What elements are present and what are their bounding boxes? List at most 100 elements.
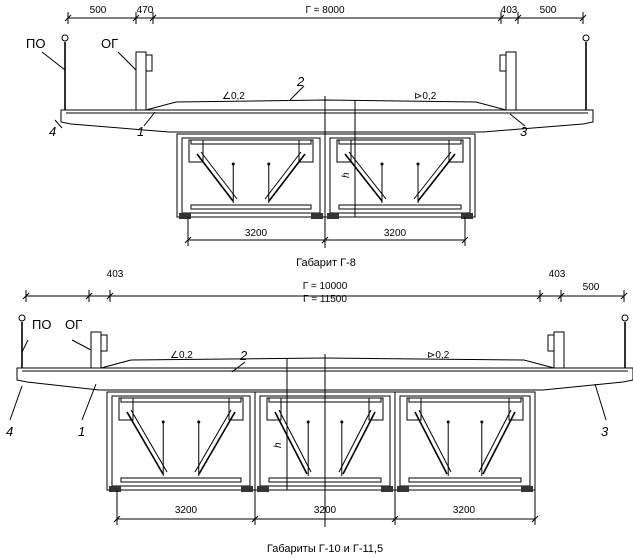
dimension-slash [536, 292, 544, 300]
corner-stiffener [118, 397, 134, 421]
diagonal-brace [274, 411, 308, 475]
dim-span-1: 3200 [245, 228, 268, 239]
bottom-flange [338, 204, 462, 210]
item-1: 1 [137, 124, 144, 139]
diagonal-brace [278, 409, 312, 473]
dimension-slash [22, 292, 30, 300]
slope-left: ∠0,2 [222, 91, 245, 102]
hanger-node [267, 162, 271, 166]
diagonal-brace [413, 151, 452, 200]
box-inner [399, 395, 531, 487]
item-3: 3 [601, 424, 609, 439]
diagonal-brace [342, 411, 376, 475]
dimension-slash [557, 292, 565, 300]
item-2: 2 [296, 74, 305, 89]
dim-span-2: 3200 [384, 228, 407, 239]
corner-stiffener [406, 397, 422, 421]
item-2: 2 [239, 348, 248, 363]
top-flange [338, 139, 462, 145]
dim-left-barrier: 470 [137, 5, 154, 16]
dim-carriageway-2: Г = 11500 [303, 294, 347, 305]
barrier-post [135, 51, 147, 111]
bearing [257, 486, 269, 492]
railing-ball [582, 34, 590, 42]
height-label: h [273, 442, 284, 448]
box-inner [181, 137, 321, 214]
diagonal-brace [130, 409, 168, 473]
diagonal-brace [418, 409, 452, 473]
item-4: 4 [6, 424, 13, 439]
bottom-section-geometry [9, 290, 633, 527]
hanger-node [161, 420, 165, 424]
item-1: 1 [78, 424, 85, 439]
dim-carriageway: Г = 8000 [305, 5, 344, 16]
hanger-node [197, 420, 201, 424]
dimension-slash [579, 14, 587, 22]
dimension-slash [85, 292, 93, 300]
barrier-post [90, 331, 102, 369]
railing-ball [18, 314, 26, 322]
diagonal-brace [482, 411, 516, 475]
leader-line [289, 85, 305, 101]
hanger-node [231, 162, 235, 166]
diagonal-brace [414, 411, 448, 475]
top-section-geometry [41, 12, 594, 248]
leader-line [21, 339, 29, 353]
diagonal-brace [478, 409, 512, 473]
item-4: 4 [49, 124, 56, 139]
diagonal-brace [200, 151, 238, 200]
bearing [179, 213, 191, 219]
diagonal-brace [126, 411, 164, 475]
dim-span-2: 3200 [314, 505, 337, 516]
dimension-slash [497, 14, 505, 22]
caption-bottom: Габариты Г-10 и Г-11,5 [267, 543, 383, 555]
leader-line [81, 383, 97, 421]
dim-left-walkway: 500 [90, 5, 107, 16]
corner-stiffener [188, 139, 204, 163]
diagonal-brace [264, 151, 302, 200]
bearing [461, 213, 473, 219]
corner-stiffener [228, 397, 244, 421]
bottom-flange [408, 477, 522, 483]
corner-stiffener [266, 397, 282, 421]
bearing [311, 213, 323, 219]
box-inner [111, 395, 251, 487]
barrier-beam [547, 334, 555, 352]
dim-left-barrier: 403 [107, 269, 124, 280]
hanger-node [380, 162, 384, 166]
railing-ball [61, 34, 69, 42]
leader-line [509, 113, 526, 127]
item-3: 3 [520, 124, 528, 139]
bearing [397, 486, 409, 492]
diagonal-brace [196, 153, 234, 202]
dim-right-barrier: 403 [549, 269, 566, 280]
deck-slab [60, 109, 594, 133]
box-inner [329, 137, 471, 214]
barrier-post [505, 51, 517, 111]
diagonal-brace [198, 411, 236, 475]
dim-right-walkway: 500 [583, 282, 600, 293]
corner-stiffener [298, 139, 314, 163]
leader-line [231, 361, 246, 373]
pavement-layer [100, 357, 555, 369]
label-barrier: ОГ [65, 317, 82, 332]
hanger-node [340, 420, 344, 424]
bearing [521, 486, 533, 492]
leader-line [41, 51, 66, 71]
leader-line [71, 339, 92, 351]
dim-span-3: 3200 [453, 505, 476, 516]
corner-stiffener [448, 139, 464, 163]
bearing [327, 213, 339, 219]
deck-slab [16, 367, 633, 391]
diagonal-brace [194, 409, 232, 473]
box-girder [106, 391, 256, 491]
hanger-node [480, 420, 484, 424]
hanger-node [416, 162, 420, 166]
dimension-slash [514, 14, 522, 22]
corner-stiffener [368, 397, 384, 421]
slope-right: ⊳0,2 [427, 350, 450, 361]
corner-stiffener [508, 397, 524, 421]
slope-left: ∠0,2 [170, 350, 193, 361]
dimension-slash [620, 292, 628, 300]
